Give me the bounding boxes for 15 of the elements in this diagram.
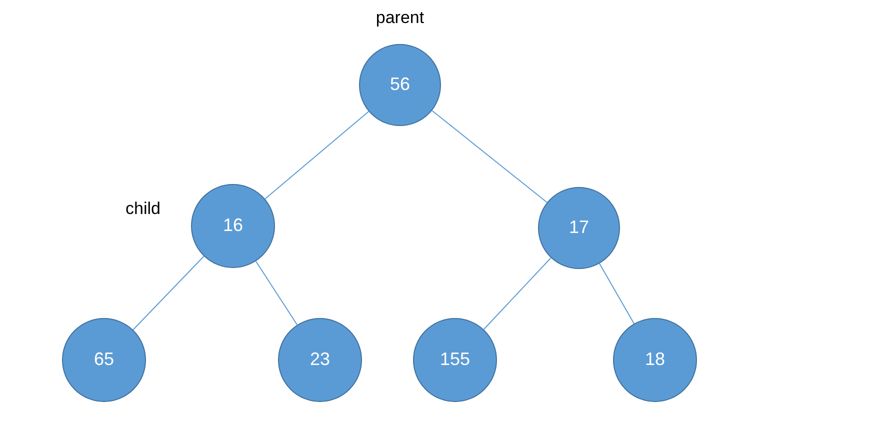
node-value: 23 [310, 350, 330, 370]
node-value: 65 [94, 350, 114, 370]
node-caption: child [126, 199, 160, 219]
node-value: 16 [222, 216, 244, 236]
connector-line [255, 260, 298, 326]
connector-line [264, 110, 370, 200]
node-value: 155 [440, 350, 470, 370]
node-value: 18 [644, 350, 666, 370]
node-value: 56 [390, 75, 410, 95]
node-value: 17 [568, 218, 590, 238]
connector-line [483, 257, 552, 330]
node-caption: parent [376, 8, 424, 28]
connector-line [598, 263, 635, 324]
connector-line [132, 256, 204, 330]
connector-line [432, 110, 548, 203]
